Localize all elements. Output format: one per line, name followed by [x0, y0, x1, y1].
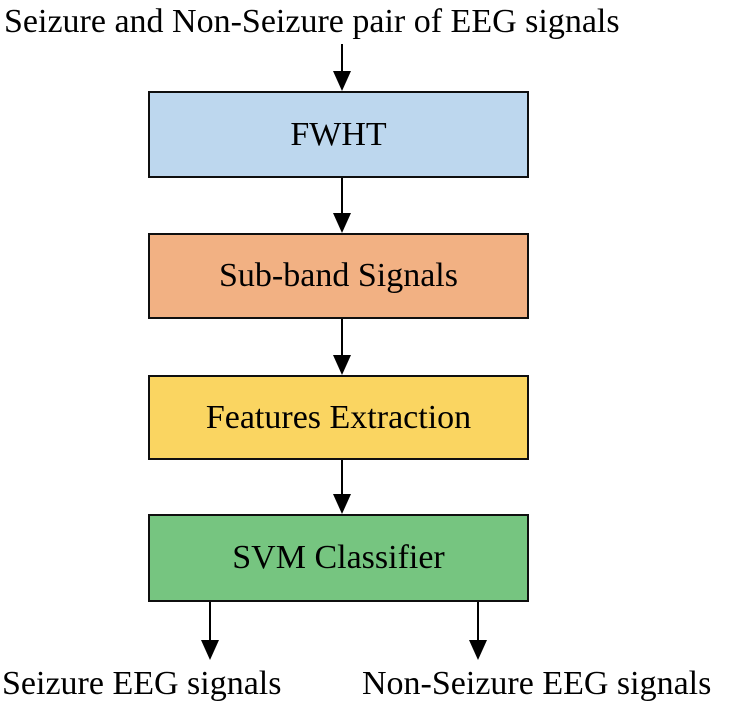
down-arrowhead-icon [201, 640, 219, 660]
box-sub-band-signals: Sub-band Signals [148, 233, 529, 319]
flow-arrow-subband-to-features [341, 319, 343, 356]
down-arrowhead-icon [333, 355, 351, 375]
input-label: Seizure and Non-Seizure pair of EEG sign… [4, 3, 620, 40]
down-arrowhead-icon [333, 71, 351, 91]
flow-arrow-svm-to-seizure [209, 602, 211, 642]
flow-arrow-input-to-fwht [341, 44, 343, 72]
down-arrowhead-icon [333, 494, 351, 514]
box-sub-band-signals-label: Sub-band Signals [219, 257, 458, 294]
down-arrowhead-icon [469, 640, 487, 660]
flow-arrow-fwht-to-subband [341, 178, 343, 214]
box-features-extraction: Features Extraction [148, 375, 529, 460]
flow-arrow-svm-to-nonseizure [477, 602, 479, 642]
box-fwht: FWHT [148, 91, 529, 178]
flow-arrow-features-to-svm [341, 460, 343, 496]
down-arrowhead-icon [333, 213, 351, 233]
output-label-non-seizure: Non-Seizure EEG signals [362, 665, 712, 702]
box-features-extraction-label: Features Extraction [205, 398, 472, 436]
box-svm-classifier-label: SVM Classifier [232, 539, 445, 576]
box-fwht-label: FWHT [290, 115, 387, 153]
output-label-seizure: Seizure EEG signals [2, 665, 282, 702]
box-svm-classifier: SVM Classifier [148, 514, 529, 602]
